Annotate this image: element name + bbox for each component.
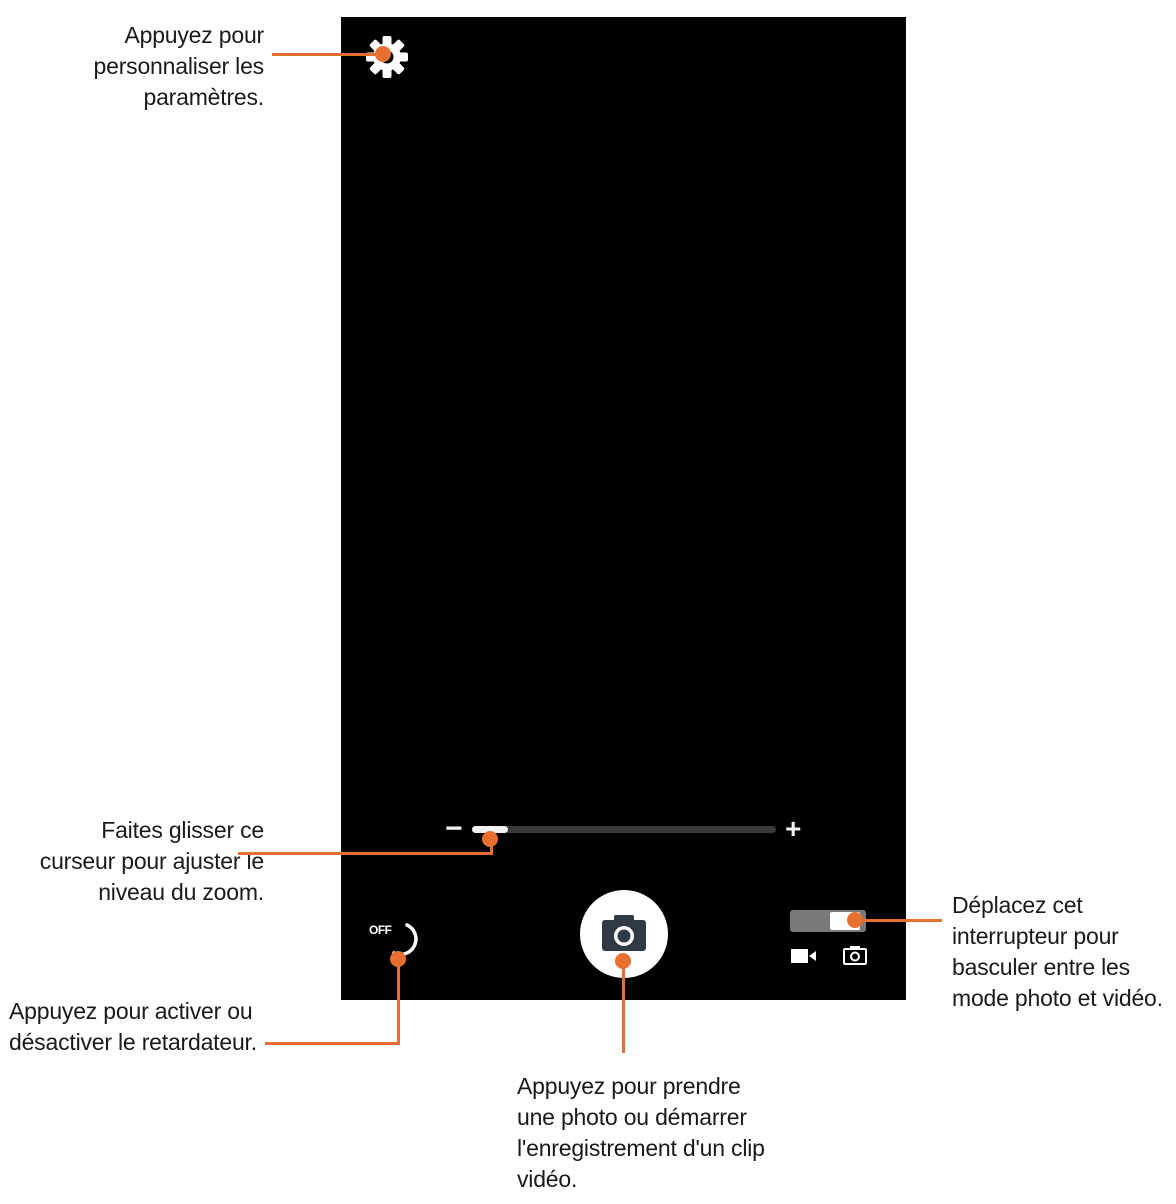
callout-mode-marker [847, 912, 863, 928]
zoom-slider[interactable] [472, 826, 776, 833]
shutter-button[interactable] [580, 890, 668, 978]
callout-timer-line: désactiver le retardateur. [9, 1029, 257, 1055]
callout-timer-leader [265, 1042, 400, 1045]
callout-zoom-marker [482, 831, 498, 847]
callout-mode: Déplacez cet interrupteur pour basculer … [952, 890, 1163, 1014]
zoom-slider-handle[interactable] [472, 826, 509, 833]
callout-shutter-leader [622, 960, 625, 1053]
callout-settings-marker [375, 46, 391, 62]
callout-mode-line: basculer entre les [952, 954, 1130, 980]
callout-timer-marker [390, 951, 406, 967]
callout-timer: Appuyez pour activer ou désactiver le re… [9, 996, 257, 1058]
callout-mode-line: Déplacez cet [952, 892, 1083, 918]
callout-zoom-line: curseur pour ajuster le [39, 848, 264, 874]
callout-shutter-line: une photo ou démarrer [517, 1104, 747, 1130]
camera-viewfinder[interactable]: − + OFF [341, 17, 906, 1000]
callout-settings-leader [272, 53, 386, 56]
callout-settings-line: personnaliser les [93, 53, 265, 79]
callout-shutter: Appuyez pour prendre une photo ou démarr… [517, 1071, 765, 1195]
callout-settings-line: Appuyez pour [124, 22, 264, 48]
callout-shutter-line: vidéo. [517, 1166, 578, 1192]
callout-mode-line: interrupteur pour [952, 923, 1119, 949]
callout-timer-leader-vertical [397, 958, 400, 1045]
video-camera-icon [791, 947, 817, 970]
photo-camera-icon [843, 945, 867, 970]
callout-timer-line: Appuyez pour activer ou [9, 998, 253, 1024]
timer-status-label: OFF [369, 923, 392, 937]
callout-zoom: Faites glisser ce curseur pour ajuster l… [40, 815, 264, 908]
callout-zoom-line: Faites glisser ce [101, 817, 264, 843]
camera-icon [602, 915, 646, 951]
callout-zoom-leader [238, 852, 493, 855]
callout-shutter-line: Appuyez pour prendre [517, 1073, 741, 1099]
callout-mode-line: mode photo et vidéo. [952, 985, 1163, 1011]
callout-mode-leader [852, 919, 942, 922]
callout-zoom-line: niveau du zoom. [98, 879, 264, 905]
callout-settings-line: paramètres. [143, 84, 264, 110]
callout-shutter-line: l'enregistrement d'un clip [517, 1135, 765, 1161]
zoom-in-icon[interactable]: + [785, 813, 802, 844]
callout-settings: Appuyez pour personnaliser les paramètre… [93, 20, 265, 113]
callout-shutter-marker [615, 953, 631, 969]
zoom-out-icon[interactable]: − [445, 812, 463, 845]
